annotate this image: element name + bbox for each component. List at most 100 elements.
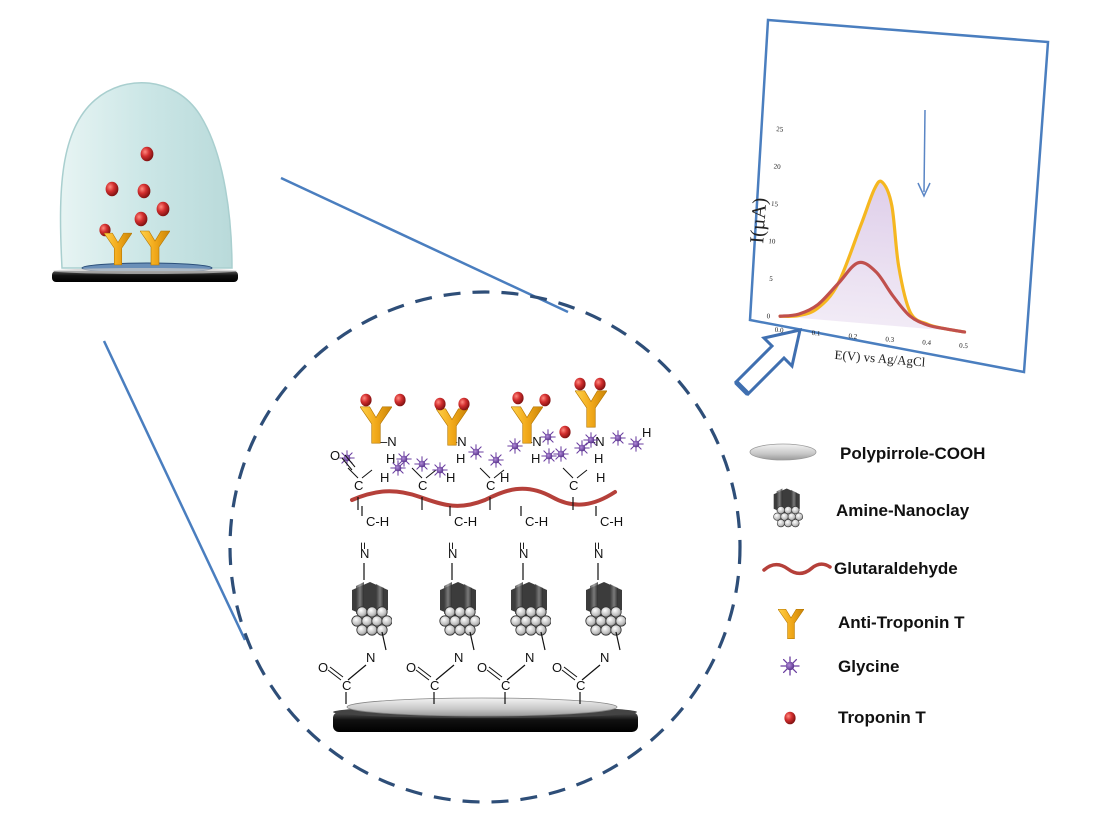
nanoclay-icon (510, 581, 551, 636)
glycine-icon (507, 438, 523, 454)
glycine-icon (468, 444, 484, 460)
legend-label: Troponin T (838, 708, 926, 727)
troponin-molecule (458, 397, 470, 411)
glycine-icon (390, 460, 406, 476)
troponin-molecule (434, 397, 446, 411)
troponin-molecule (134, 211, 148, 227)
troponin-molecule (594, 377, 606, 391)
legend-label: Amine-Nanoclay (836, 501, 970, 520)
amide-nitrogen: N (366, 650, 375, 665)
amide-nitrogen: N (600, 650, 609, 665)
legend: Polypirrole-COOH Amine-Nanoclay Glutaral… (749, 443, 985, 727)
bioconjugate-column: CH–NH (562, 390, 644, 510)
y-axis-label: I(µA) (746, 197, 771, 244)
glycine-icon (541, 448, 557, 464)
hydrogen: H (594, 451, 603, 466)
hydrogen: H (386, 451, 395, 466)
glycine-icon (583, 432, 599, 448)
y-tick-label: 5 (769, 275, 774, 283)
legend-label: Polypirrole-COOH (840, 444, 985, 463)
legend-item-nanoclay: Amine-Nanoclay (773, 488, 970, 528)
x-tick-label: 0.4 (922, 338, 932, 347)
oxygen: O (406, 660, 416, 675)
hydrogen: H (380, 470, 389, 485)
antibody-icon (575, 390, 607, 428)
carbon: C (342, 678, 351, 693)
oxygen: O (552, 660, 562, 675)
troponin-molecule (140, 146, 154, 162)
hydrogen: H (456, 451, 465, 466)
glycine-icon (780, 656, 800, 676)
zoom-line-lower (102, 340, 247, 641)
oxygen: O (330, 448, 340, 463)
carbon: C (430, 678, 439, 693)
polypirrole-swatch (749, 443, 817, 461)
nitrogen: N (360, 546, 369, 561)
glycine-icon (396, 451, 412, 467)
nanoclay-icon (773, 488, 804, 528)
oxygen: O (318, 660, 328, 675)
zoom-line-upper (280, 176, 569, 314)
double-bond: = (444, 542, 459, 550)
x-tick-label: 0.1 (811, 329, 821, 338)
glycine-icon (553, 446, 569, 462)
troponin-molecule (394, 393, 406, 407)
glycine-icon (610, 430, 626, 446)
legend-label: Glycine (838, 657, 899, 676)
legend-label: Anti-Troponin T (838, 613, 965, 632)
y-tick-label: 15 (771, 200, 779, 209)
chart-decrease-arrow (923, 109, 926, 193)
zoom-circle (228, 290, 742, 804)
chart-decrease-arrowhead (917, 182, 931, 198)
troponin-molecule (539, 393, 551, 407)
oxygen: O (477, 660, 487, 675)
y-tick-label: 25 (776, 125, 784, 134)
legend-item-polypirrole: Polypirrole-COOH (749, 443, 985, 463)
amine-nitrogen: –N (380, 434, 397, 449)
bioconjugate-column: CH–NH (479, 406, 590, 510)
legend-item-glutaraldehyde: Glutaraldehyde (762, 559, 958, 578)
bioconjugate-column: CH–NH (339, 406, 406, 510)
x-tick-label: 0.3 (885, 335, 895, 344)
troponin-molecule (137, 183, 151, 199)
double-bond: = (515, 542, 530, 550)
ch-group: C-H (600, 514, 623, 529)
carbon: C (501, 678, 510, 693)
x-tick-label: 0.5 (959, 342, 969, 351)
glutaraldehyde-swatch (762, 562, 832, 576)
amide-nitrogen: N (525, 650, 534, 665)
droplet-electrode (52, 81, 238, 282)
electrode-base (52, 271, 238, 282)
legend-label: Glutaraldehyde (834, 559, 958, 578)
hydrogen: H (642, 425, 651, 440)
double-bond: = (590, 542, 605, 550)
x-tick-label: 0.2 (848, 332, 858, 341)
y-tick-label: 20 (773, 162, 781, 171)
hydrogen: H (531, 451, 540, 466)
chart-frame (748, 18, 1050, 374)
troponin-molecule (156, 201, 170, 217)
legend-item-antibody: Anti-Troponin T (778, 608, 965, 640)
polypyrrole-layer (346, 697, 618, 717)
hydrogen: H (446, 470, 455, 485)
nitrogen: N (519, 546, 528, 561)
y-tick-label: 10 (768, 237, 776, 246)
nanoclay-icon (439, 581, 480, 636)
ch-group: C-H (366, 514, 389, 529)
sample-droplet (59, 81, 233, 269)
amide-nitrogen: N (454, 650, 463, 665)
hydrogen: H (500, 470, 509, 485)
carbon: C (576, 678, 585, 693)
hydrogen: H (596, 470, 605, 485)
legend-item-glycine: Glycine (780, 656, 899, 676)
direction-arrow (733, 328, 802, 397)
bottom-electrode (333, 697, 638, 732)
nanoclay-icon (585, 581, 626, 636)
x-tick-label: 0.0 (774, 326, 784, 335)
y-tick-label: 0 (766, 312, 771, 320)
glycine-icon (488, 452, 504, 468)
